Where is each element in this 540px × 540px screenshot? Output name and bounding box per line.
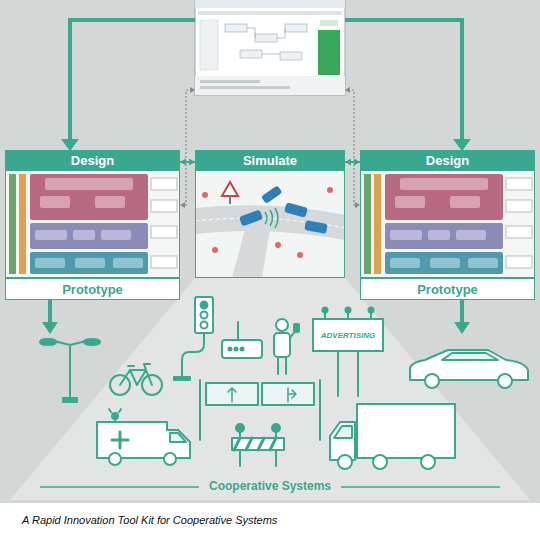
car — [410, 350, 528, 388]
spotlight — [10, 278, 530, 500]
node-title: Simulate — [196, 151, 344, 171]
prototype-band: Prototype — [5, 278, 180, 300]
double-arrow — [345, 161, 360, 163]
protocol-stack — [5, 170, 180, 278]
traffic-light — [174, 297, 213, 380]
roadside-unit — [222, 322, 262, 358]
advertising-sign: ADVERTISING — [312, 318, 384, 352]
caption-area — [0, 503, 540, 540]
simulation-scene — [195, 170, 345, 278]
prototype-arrow — [42, 300, 470, 334]
feedback-arrow — [61, 20, 471, 151]
ambulance — [97, 409, 190, 465]
node-title: Design — [361, 151, 534, 171]
node-title: ADVERTISING — [321, 331, 376, 340]
street-lamp — [40, 339, 100, 402]
protocol-stack — [360, 170, 535, 278]
node-title: Design — [6, 151, 179, 171]
simulate-panel: Simulate — [195, 150, 345, 278]
bicycle — [110, 364, 162, 395]
double-arrow — [180, 161, 195, 163]
road-barrier — [232, 424, 284, 466]
pedestrian — [274, 319, 299, 374]
design-panel: Design — [360, 150, 535, 278]
software-screenshot — [195, 0, 345, 95]
truck — [330, 404, 455, 469]
gantry-sign — [200, 380, 320, 440]
node-title: Prototype — [62, 282, 123, 297]
design-panel: Design — [5, 150, 180, 278]
prototype-band: Prototype — [360, 278, 535, 300]
section-label: Cooperative Systems — [199, 479, 341, 493]
caption: A Rapid Innovation Tool Kit for Cooperat… — [22, 514, 277, 526]
background — [0, 0, 540, 503]
node-title: Prototype — [417, 282, 478, 297]
